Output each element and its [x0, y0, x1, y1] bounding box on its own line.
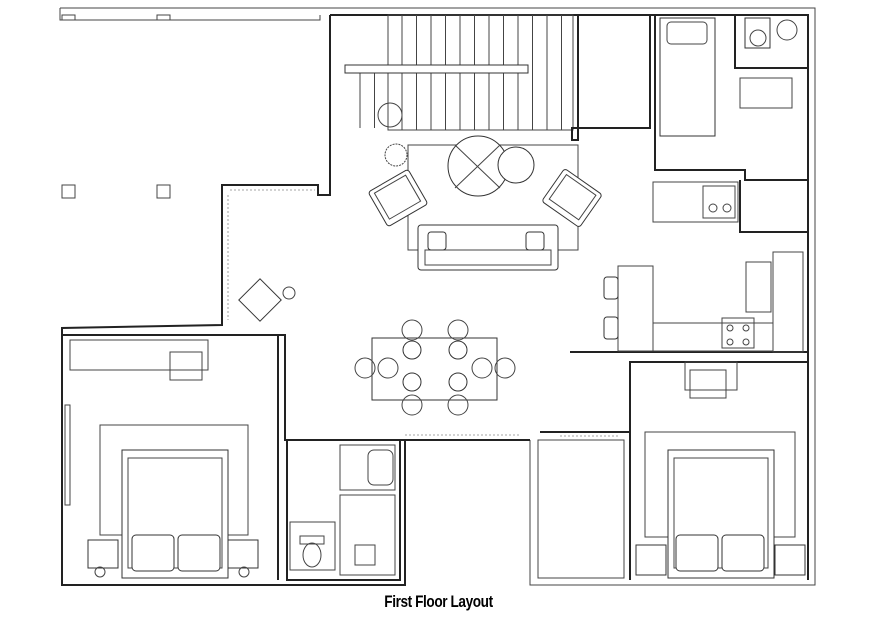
- dining-chair: [447, 394, 469, 416]
- dining-chair: [402, 372, 422, 392]
- interior-walls: [62, 15, 809, 581]
- dining-chair: [448, 340, 468, 360]
- small-bedroom: [659, 17, 798, 137]
- dining-chair: [401, 394, 423, 416]
- dining-chair: [494, 357, 516, 379]
- kitchen: [603, 181, 804, 353]
- dining-chair: [448, 372, 468, 392]
- dining-chair: [377, 357, 399, 379]
- staircase: [344, 14, 574, 131]
- bedroom-left: [64, 339, 259, 579]
- dining-chair: [354, 357, 376, 379]
- bedroom-right: [635, 361, 806, 579]
- dining-chair: [401, 319, 423, 341]
- plan-title: First Floor Layout: [384, 592, 493, 611]
- dining-table: [354, 319, 516, 416]
- dining-chair: [471, 357, 493, 379]
- living-area: [238, 135, 602, 322]
- bathroom: [299, 444, 396, 568]
- dining-chair: [447, 319, 469, 341]
- dining-chair: [402, 340, 422, 360]
